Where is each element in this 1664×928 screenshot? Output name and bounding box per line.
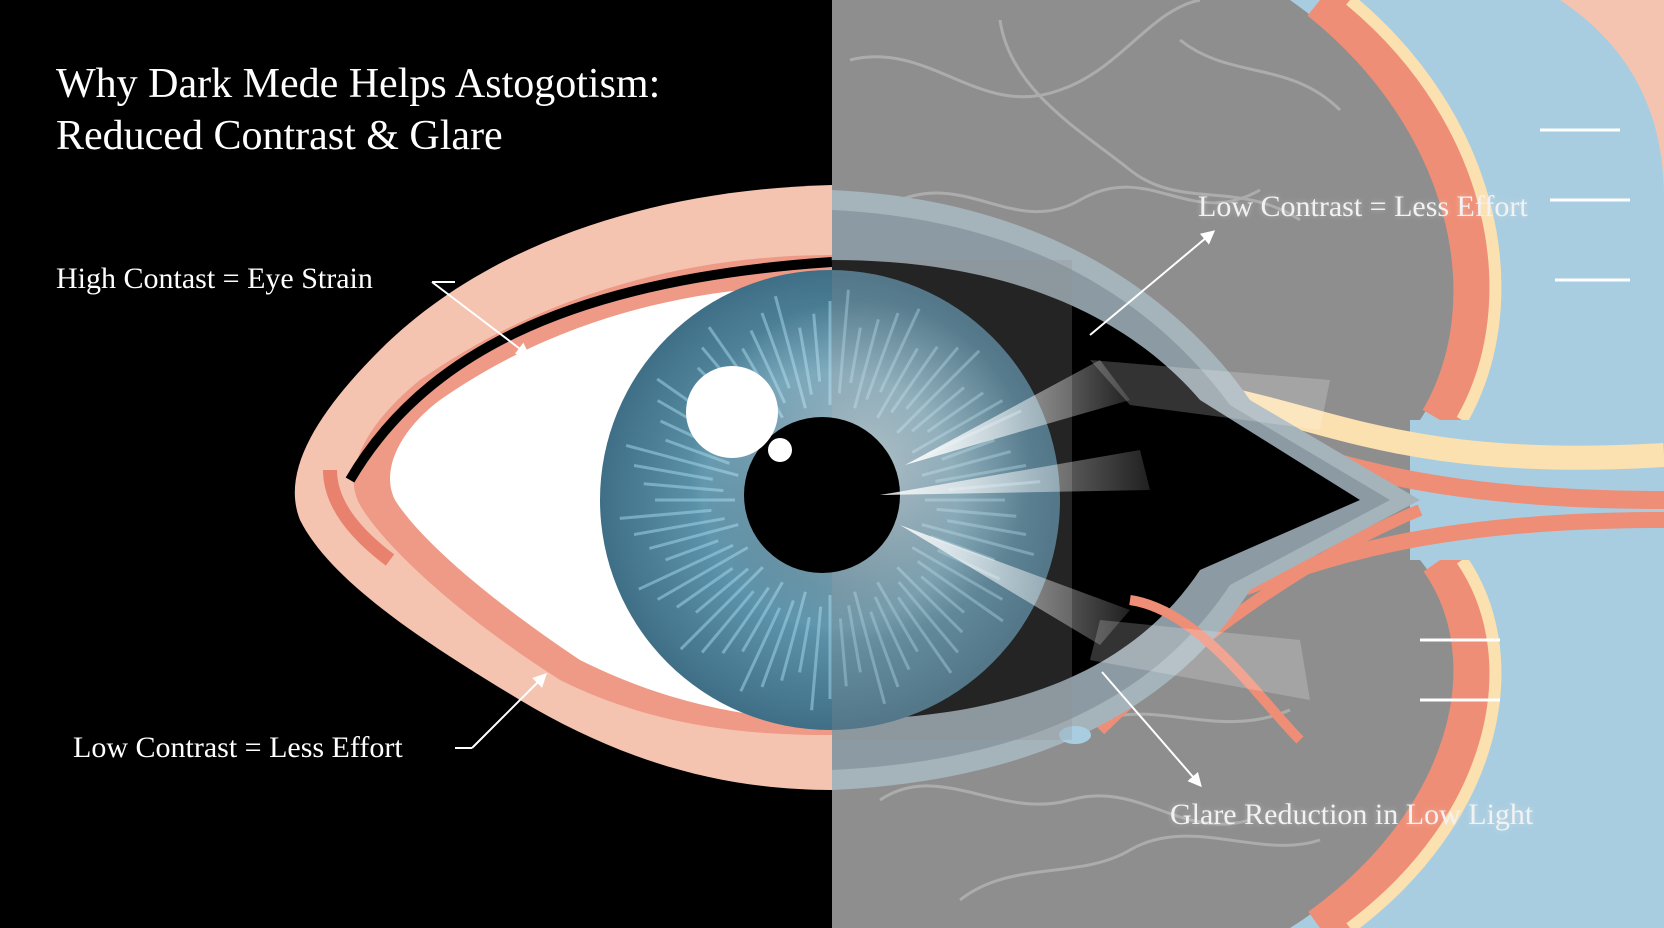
title-line-1: Why Dark Mede Helps Astogotism: xyxy=(56,61,661,107)
arrows xyxy=(431,230,1216,788)
label-glare-reduction: Glare Reduction in Low Light xyxy=(1170,798,1534,831)
page-title: Why Dark Mede Helps Astogotism: Reduced … xyxy=(56,58,660,162)
arrow-low-contrast-left xyxy=(471,673,547,749)
label-low-contrast-right: Low Contrast = Less Effort xyxy=(1198,190,1528,223)
arrow-high-contrast xyxy=(431,281,531,357)
arrow-low-contrast-right xyxy=(1089,230,1216,336)
arrow-glare xyxy=(1101,671,1202,788)
tissue-lines xyxy=(849,0,1342,902)
iris-fiber xyxy=(739,607,782,692)
title-line-2: Reduced Contrast & Glare xyxy=(56,113,503,159)
iris-fiber xyxy=(675,567,734,609)
highlight-small xyxy=(768,438,792,462)
light-rays xyxy=(880,360,1330,700)
label-low-contrast-left: Low Contrast = Less Effort xyxy=(73,731,403,764)
highlight-large xyxy=(686,366,778,458)
iris-fiber xyxy=(700,590,755,654)
label-high-contrast: High Contast = Eye Strain xyxy=(56,262,373,295)
